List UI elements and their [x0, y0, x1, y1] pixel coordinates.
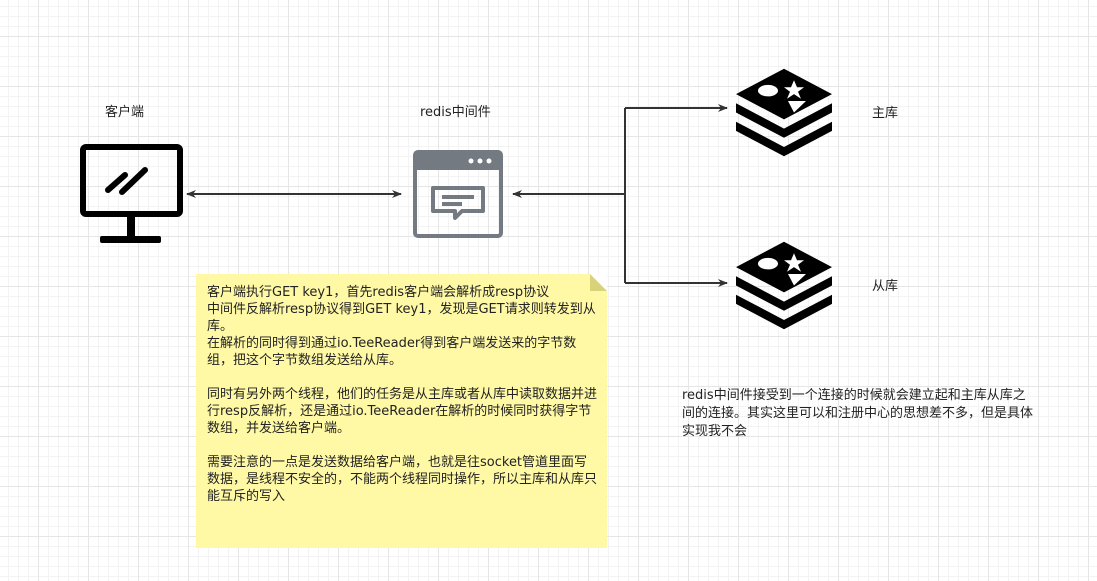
middleware-label: redis中间件: [420, 105, 491, 120]
browser-window-icon: [413, 150, 503, 238]
note-spacer: [207, 369, 599, 386]
note-text: 客户端执行GET key1，首先redis客户端会解析成resp协议 中间件反解…: [207, 284, 599, 505]
redis-logo-icon: [736, 241, 832, 330]
sticky-note[interactable]: 客户端执行GET key1，首先redis客户端会解析成resp协议 中间件反解…: [196, 274, 607, 548]
master-label: 主库: [872, 106, 899, 121]
note-line: 在解析的同时得到通过io.TeeReader得到客户端发送来的字节数组，把这个字…: [207, 336, 577, 368]
note-line: 需要注意的一点是发送数据给客户端，也就是往socket管道里面写数据，是线程不安…: [207, 455, 598, 504]
middleware-databases-connector: [513, 108, 626, 283]
monitor-icon: [80, 144, 183, 243]
note-folded-corner: [590, 274, 607, 291]
note-line: 同时有另外两个线程，他们的任务是从主库或者从库中读取数据并进行resp反解析，还…: [207, 387, 598, 436]
note-spacer: [207, 437, 599, 454]
note-line: 客户端执行GET key1，首先redis客户端会解析成resp协议: [207, 285, 550, 300]
remark-text: redis中间件接受到一个连接的时候就会建立起和主库从库之间的连接。其实这里可以…: [682, 388, 1034, 439]
redis-logo-icon: [736, 68, 832, 157]
slave-label: 从库: [872, 279, 899, 294]
client-label: 客户端: [105, 105, 145, 120]
note-line: 中间件反解析resp协议得到GET key1，发现是GET请求则转发到从库。: [207, 302, 596, 334]
